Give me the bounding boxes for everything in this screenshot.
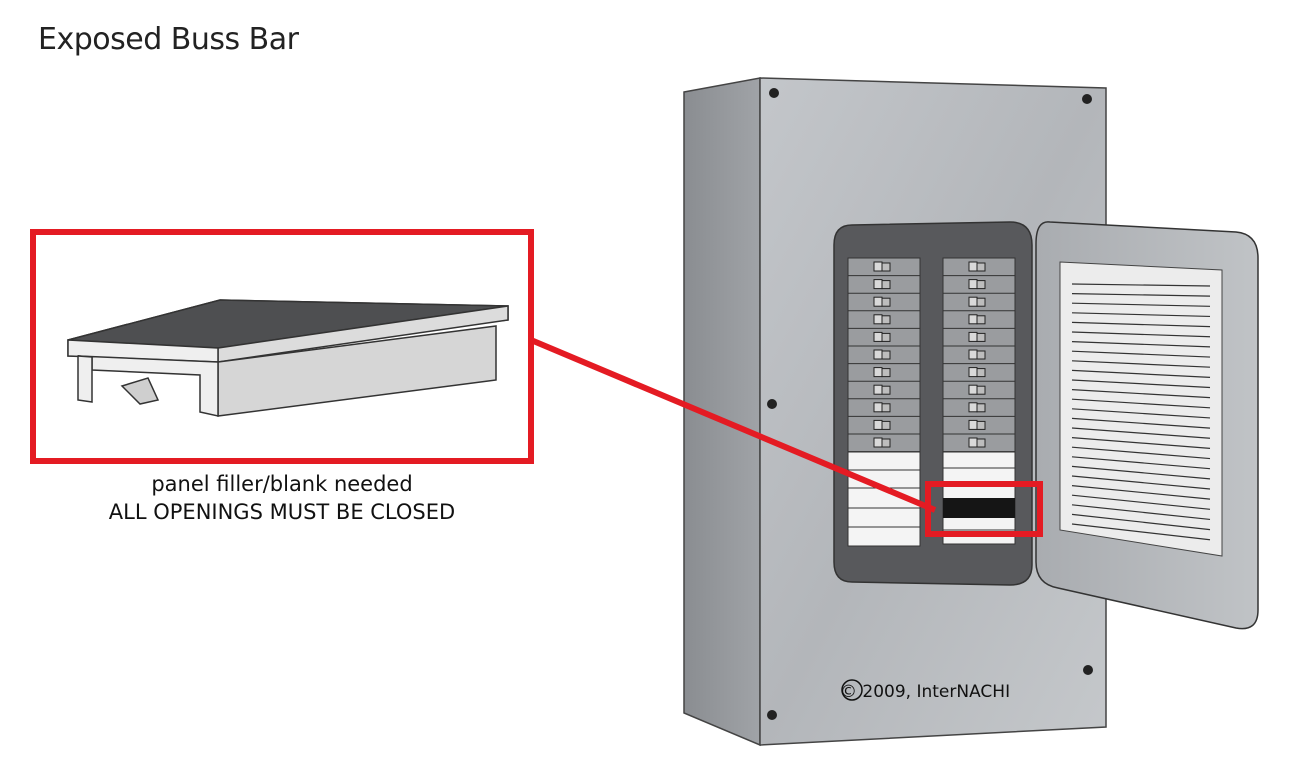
breaker-left-2 (873, 279, 883, 290)
callout-box (30, 229, 534, 464)
breaker-left-5 (873, 331, 883, 342)
breaker-right-2 (968, 279, 978, 290)
breaker-left-4 (873, 314, 883, 325)
callout-connector (529, 337, 937, 513)
breaker-left-10 (873, 419, 883, 430)
breaker-right-9 (968, 402, 978, 413)
breaker-right-11 (968, 437, 978, 448)
breaker-right-4 (968, 314, 978, 325)
breaker-right-3 (968, 296, 978, 307)
breaker-column-left (847, 257, 921, 453)
screw-bottom-right (1083, 665, 1093, 675)
breaker-right-6 (968, 349, 978, 360)
breaker-right-8 (968, 384, 978, 395)
breaker-column-right (942, 257, 1016, 453)
highlight-box (925, 481, 1043, 537)
screw-top-right (1082, 94, 1092, 104)
filler-blank-illustration (67, 299, 509, 417)
breaker-left-6 (873, 349, 883, 360)
breaker-left-1 (873, 261, 883, 272)
open-slot (943, 498, 1015, 518)
page-title: Exposed Buss Bar (38, 22, 299, 57)
breaker-right-5 (968, 331, 978, 342)
breaker-right-1 (968, 261, 978, 272)
callout-caption: panel filler/blank needed ALL OPENINGS M… (30, 470, 534, 526)
copyright-symbol (841, 679, 863, 701)
breaker-right-7 (968, 367, 978, 378)
screw-mid-left (767, 399, 777, 409)
breaker-right-10 (968, 419, 978, 430)
breaker-left-11 (873, 437, 883, 448)
breaker-left-7 (873, 367, 883, 378)
screw-top-left (769, 88, 779, 98)
breaker-left-8 (873, 384, 883, 395)
breaker-left-9 (873, 402, 883, 413)
screw-bottom-left (767, 710, 777, 720)
directory-lines (1071, 283, 1211, 541)
copyright-text: © 2009, InterNACHI (840, 682, 1010, 702)
caption-line-1: panel filler/blank needed (151, 472, 413, 496)
caption-line-2: ALL OPENINGS MUST BE CLOSED (108, 500, 456, 524)
breaker-left-3 (873, 296, 883, 307)
